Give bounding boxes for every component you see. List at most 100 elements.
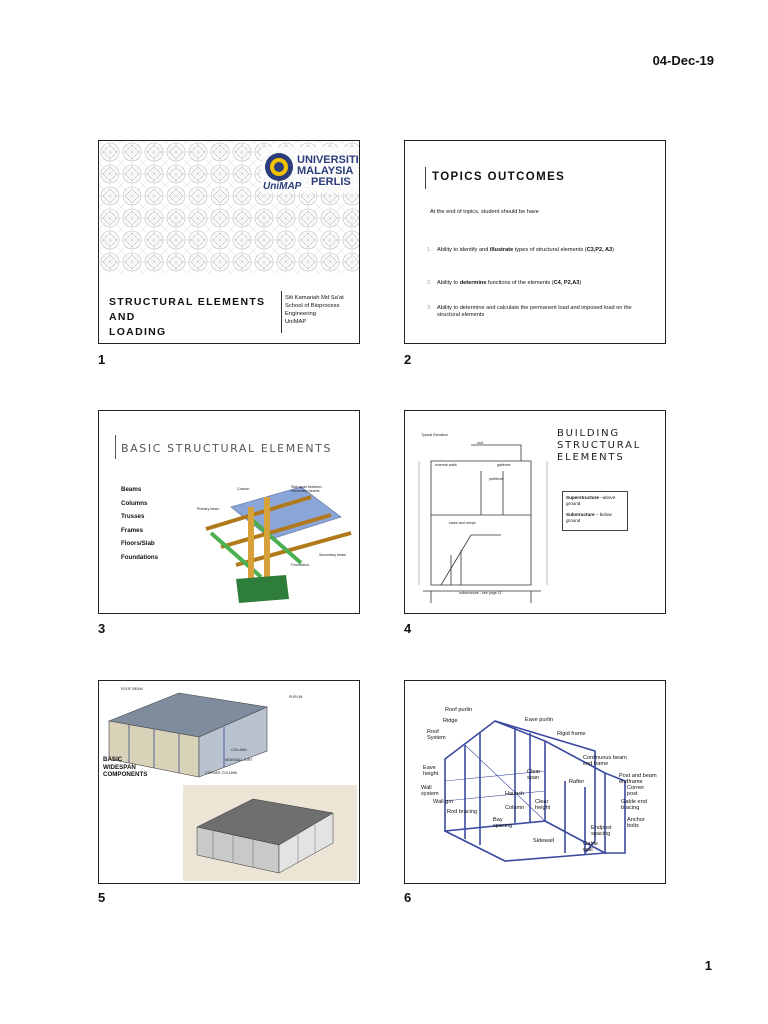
list-item: Columns	[121, 499, 148, 507]
slide-5-label-line-3: COMPONENTS	[103, 771, 148, 778]
author-school: School of Bioprocess	[285, 303, 340, 309]
outcome-number: 2.	[427, 280, 432, 286]
slide-5-label-line-1: BASIC	[103, 756, 123, 763]
slide-3: BASIC STRUCTURAL ELEMENTS Beams Columns …	[98, 410, 360, 614]
label-clear-height: Clear height	[535, 799, 551, 811]
logo-line-1: UNIVERSITI	[297, 154, 359, 166]
slide-1-title-line-1: STRUCTURAL ELEMENTS AND	[109, 296, 266, 323]
building-section-drawing	[418, 444, 548, 603]
slide-number-3: 3	[98, 621, 106, 636]
logo-brand: UniMAP	[263, 181, 302, 192]
author-institution: UniMAP	[285, 319, 307, 325]
label-column: COLUMN	[231, 748, 247, 752]
slide-5: ROOF BEAM PURLIN COLUMN SIDEWALL GIRT CO…	[98, 680, 360, 884]
slide-2: TOPICS OUTCOMES At the end of topics, st…	[404, 140, 666, 344]
label-corner-post: Corner post	[627, 785, 645, 797]
label-wall-system: Wall system	[421, 785, 439, 797]
superstructure-term: Superstructure	[566, 495, 599, 500]
widespan-building-illustration	[107, 692, 269, 778]
diagram-label-foundation: Foundation	[291, 563, 309, 567]
outcome-bold: illustrate	[489, 247, 514, 253]
drawing-label-external: external walls	[435, 463, 457, 467]
outcome-item: 3. Ability to determine and calculate th…	[427, 305, 647, 319]
outcome-item: 2. Ability to determine functions of the…	[427, 280, 647, 287]
label-sidewall: Sidewall	[533, 838, 554, 844]
logo-line-2: MALAYSIA	[297, 165, 354, 177]
slide-5-label-line-2: WIDESPAN	[103, 763, 136, 771]
slide-6: Roof purlin Ridge Roof System Eave purli…	[404, 680, 666, 884]
label-gable-wall: Gable wall	[583, 841, 598, 853]
slide-4-title-line-3: ELEMENTS	[557, 452, 625, 463]
author-name: Siti Kamariah Md Sa'at	[285, 295, 344, 301]
outcome-text: functions of the elements (	[486, 280, 554, 286]
slide-4-title-line-2: STRUCTURAL	[557, 440, 642, 451]
crest-icon	[265, 153, 293, 181]
slide-1-title-line-2: LOADING	[109, 326, 167, 338]
outcome-codes: C3,P2, A3	[586, 247, 613, 253]
outcome-number: 1.	[427, 247, 432, 253]
label-anchor-bolts: Anchor bolts	[627, 817, 645, 829]
label-eave-purlin: Eave purlin	[525, 717, 553, 723]
label-post-beam: Post and beam endframe	[619, 773, 657, 785]
outcome-text: Ability to determine and calculate the p…	[437, 305, 632, 318]
label-rod-bracing: Rod bracing	[447, 809, 478, 815]
drawing-label-gallery: galleries	[497, 463, 511, 467]
drawing-label-stair: stairs and ramps	[449, 521, 476, 525]
substructure-term: Substructure	[566, 512, 595, 517]
slide-4-title: BUILDING STRUCTURAL ELEMENTS	[557, 428, 641, 464]
list-item: Floors/Slab	[121, 540, 155, 548]
label-roof-system: Roof System	[427, 729, 446, 741]
outcome-text: )	[579, 280, 582, 286]
label-roof-beam: ROOF BEAM	[121, 687, 143, 691]
university-logo: UNIVERSITI MALAYSIA PERLIS UniMAP	[261, 147, 359, 193]
author-dept: Engineering	[285, 311, 316, 317]
label-continuous-beam: Continuous beam end frame	[583, 755, 627, 767]
definition-box: Superstructure –above ground Substructur…	[562, 491, 628, 531]
structural-frame-diagram	[205, 486, 352, 603]
author-info: Siti Kamariah Md Sa'at School of Bioproc…	[285, 294, 357, 326]
drawing-label-substructure: substructure - see page 11	[459, 591, 502, 595]
divider	[281, 291, 282, 333]
header-date: 04-Dec-19	[652, 53, 714, 68]
label-wall-girt: Wall girt	[433, 799, 453, 805]
diagram-label-secondary-beam: Secondary beam	[319, 553, 347, 557]
outcome-text: Ability to identify and	[437, 247, 490, 253]
list-item: Frames	[121, 526, 144, 534]
slide-number-5: 5	[98, 890, 106, 905]
label-clear-span: Clear span	[527, 769, 541, 781]
slide-2-intro: At the end of topics, student should be …	[430, 209, 539, 215]
outcome-text: Ability to	[437, 280, 460, 286]
slide-1-title: STRUCTURAL ELEMENTS AND LOADING	[109, 295, 279, 340]
label-eave-height: Eave height	[423, 765, 439, 777]
outcome-text: )	[612, 247, 615, 253]
slide-number-1: 1	[98, 352, 106, 367]
label-gable-bracing: Gable end bracing	[621, 799, 647, 811]
slide-number-2: 2	[404, 352, 412, 367]
outcome-codes: C4, P2,A3	[553, 280, 580, 286]
title-accent-bar	[425, 167, 426, 189]
label-bay-spacing: Bay spacing	[493, 817, 513, 829]
outcome-bold: determine	[459, 280, 487, 286]
outcome-item: 1. Ability to identify and illustrate ty…	[427, 247, 647, 254]
building-frame-photo	[183, 785, 357, 881]
label-rafter: Rafter	[569, 779, 585, 785]
title-accent-bar	[115, 435, 116, 459]
drawing-label-roof: roof	[477, 441, 484, 445]
label-corner-column: CORNER COLUMN	[205, 771, 238, 775]
label-purlin: PURLIN	[289, 695, 303, 699]
slide-5-label: BASIC WIDESPAN COMPONENTS	[103, 756, 147, 779]
diagram-label-slab: Slab span between secondary beams	[291, 485, 322, 493]
label-column: Column	[505, 805, 525, 811]
elements-list: Beams Columns Trusses Frames Floors/Slab…	[121, 483, 158, 565]
slide-4: Typical Elevation roof galleries externa…	[404, 410, 666, 614]
substructure-def: – below ground	[566, 512, 612, 523]
slide-1: UNIVERSITI MALAYSIA PERLIS UniMAP STRUCT…	[98, 140, 360, 344]
label-ridge: Ridge	[443, 718, 458, 724]
diagram-label-column: Column	[237, 487, 250, 491]
drawing-label-partition: partitions	[489, 477, 504, 481]
logo-line-3: PERLIS	[311, 176, 351, 188]
label-haunch: Haunch	[505, 791, 525, 797]
label-sidewall-girt: SIDEWALL GIRT	[225, 758, 253, 762]
list-item: Trusses	[121, 513, 145, 521]
slide-number-4: 4	[404, 621, 412, 636]
